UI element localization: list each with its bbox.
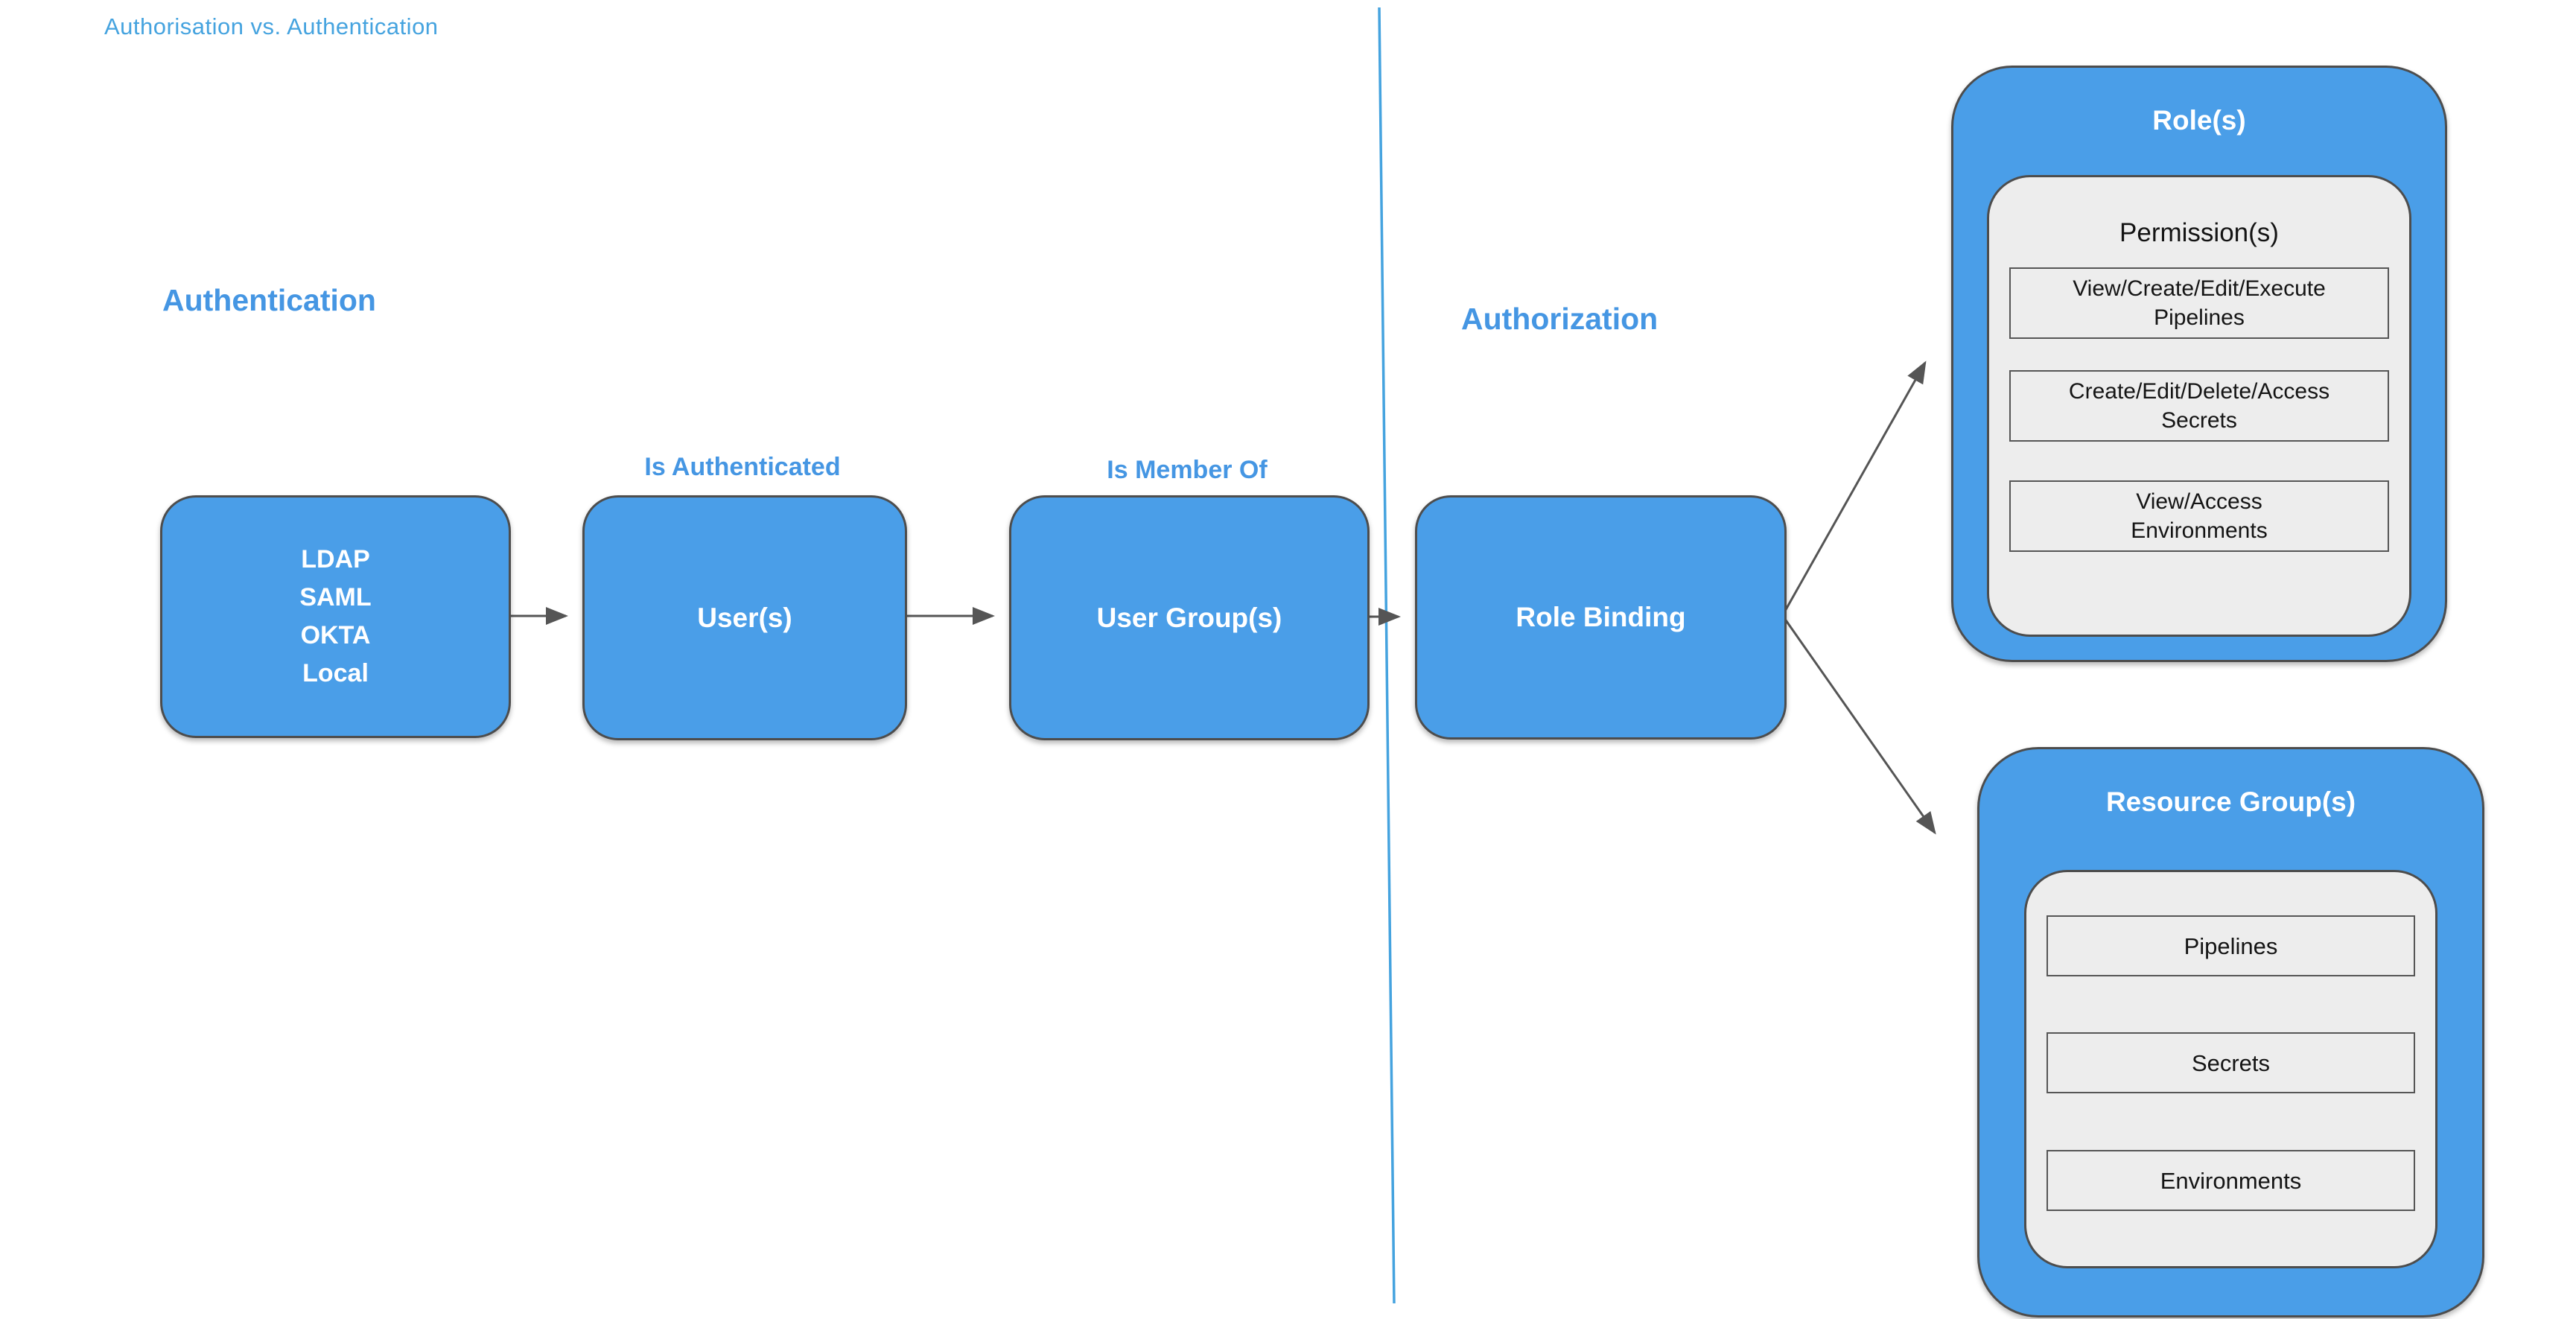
idp-line-local: Local <box>302 659 369 687</box>
permission-line: View/Access <box>2136 489 2262 514</box>
section-heading-authorization: Authorization <box>1461 302 1659 336</box>
container-roles: Role(s) Permission(s) View/Create/Edit/E… <box>1951 66 2447 662</box>
permission-line: Secrets <box>2161 408 2237 433</box>
node-user-groups-label: User Group(s) <box>1096 602 1282 633</box>
resource-box-pipelines: Pipelines <box>2047 915 2415 976</box>
resource-label: Pipelines <box>2184 932 2278 959</box>
resource-label: Environments <box>2160 1167 2302 1194</box>
resource-box-secrets: Secrets <box>2047 1032 2415 1093</box>
panel-permissions: Permission(s) View/Create/Edit/Execute P… <box>1987 175 2411 637</box>
node-users: User(s) <box>582 495 907 740</box>
permission-box-secrets: Create/Edit/Delete/Access Secrets <box>2009 370 2389 442</box>
node-users-label: User(s) <box>697 602 792 633</box>
container-roles-title: Role(s) <box>2152 105 2246 136</box>
node-role-binding-label: Role Binding <box>1516 602 1686 632</box>
permission-line: View/Create/Edit/Execute <box>2073 276 2326 301</box>
idp-line-ldap: LDAP <box>301 545 370 573</box>
permission-line: Create/Edit/Delete/Access <box>2068 379 2330 404</box>
section-heading-authentication: Authentication <box>162 283 376 317</box>
permission-box-environments: View/Access Environments <box>2009 480 2389 552</box>
divider-line <box>1378 7 1396 1304</box>
permission-box-pipelines: View/Create/Edit/Execute Pipelines <box>2009 267 2389 339</box>
arrow-rolebinding-to-roles <box>1783 360 1927 613</box>
idp-line-saml: SAML <box>299 583 372 611</box>
node-identity-providers: LDAP SAML OKTA Local <box>160 495 511 738</box>
permission-line: Pipelines <box>2154 305 2245 330</box>
permissions-title: Permission(s) <box>2119 218 2279 247</box>
idp-line-okta: OKTA <box>300 621 371 649</box>
edge-label-is-member-of: Is Member Of <box>1107 456 1268 484</box>
node-role-binding: Role Binding <box>1415 495 1787 740</box>
arrow-rolebinding-to-resource-groups <box>1783 617 1936 835</box>
edge-label-is-authenticated: Is Authenticated <box>644 453 841 481</box>
container-resource-groups-title: Resource Group(s) <box>2105 786 2356 817</box>
resource-box-environments: Environments <box>2047 1150 2415 1211</box>
panel-resources: Pipelines Secrets Environments <box>2024 870 2437 1268</box>
permission-line: Environments <box>2131 518 2268 543</box>
node-user-groups: User Group(s) <box>1009 495 1370 740</box>
resource-label: Secrets <box>2191 1049 2271 1076</box>
page-title: Authorisation vs. Authentication <box>104 13 439 39</box>
container-resource-groups: Resource Group(s) Pipelines Secrets Envi… <box>1977 747 2484 1318</box>
